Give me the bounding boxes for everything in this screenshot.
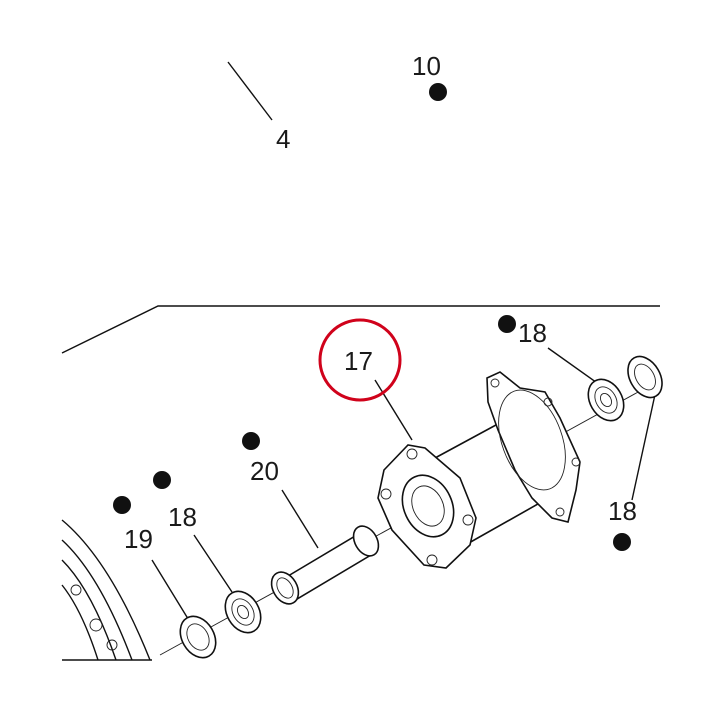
bullet-dot xyxy=(498,315,516,333)
callout-18-top: 18 xyxy=(518,318,547,348)
callout-18-left: 18 xyxy=(168,502,197,532)
bearing-18-right-inner xyxy=(587,378,625,422)
spacer-tube-20 xyxy=(270,525,380,605)
wheel-rim xyxy=(61,519,152,661)
leader-line-17 xyxy=(374,379,413,441)
bearing-18-left xyxy=(224,590,262,634)
bullet-dot xyxy=(613,533,631,551)
callout-20: 20 xyxy=(250,456,279,486)
bearing-18-right-outer xyxy=(627,355,663,399)
hub-17 xyxy=(377,371,581,569)
leader-line-4 xyxy=(227,61,273,121)
callout-10: 10 xyxy=(412,51,441,81)
bullet-dot xyxy=(242,432,260,450)
seal-19 xyxy=(179,615,217,659)
callout-17: 17 xyxy=(344,346,373,376)
bullet-dot xyxy=(113,496,131,514)
leader-line-18b xyxy=(631,389,657,501)
callout-19: 19 xyxy=(124,524,153,554)
bullet-dot xyxy=(429,83,447,101)
leader-line-18c xyxy=(193,534,233,593)
callout-4: 4 xyxy=(276,124,290,154)
panel-border-line xyxy=(61,305,660,354)
leader-line-19 xyxy=(151,559,191,623)
leader-line-18a xyxy=(547,347,601,386)
leader-line-20 xyxy=(281,489,319,549)
bullet-dot xyxy=(153,471,171,489)
callout-18-right: 18 xyxy=(608,496,637,526)
highlight-circle xyxy=(318,318,402,402)
